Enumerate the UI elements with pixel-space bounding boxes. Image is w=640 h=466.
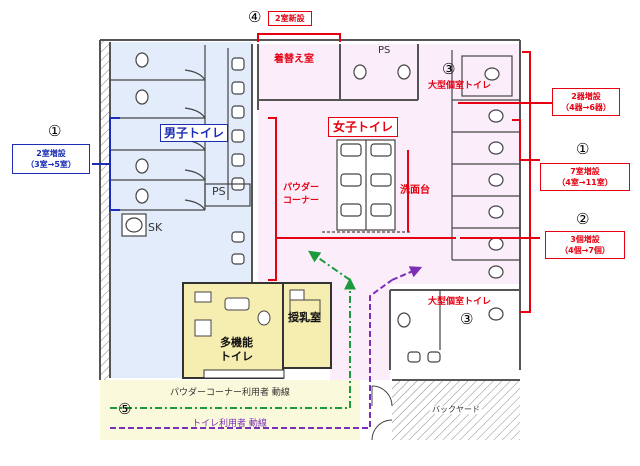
right2-note-line2: （4個→7個） (560, 246, 610, 255)
urinal-note-line1: 2器増設 (571, 92, 601, 101)
ps-mid-label: PS (212, 185, 226, 198)
changing-room-label: 着替え室 (274, 54, 314, 65)
toilet-users-flow-label: トイレ利用者 動線 (192, 419, 267, 429)
large-stall-top-label: 大型個室トイレ (428, 81, 492, 91)
corridor (100, 380, 360, 440)
left-note-box: 2室増設 （3室→5室） (12, 144, 90, 174)
mens-toilet-label: 男子トイレ (160, 124, 229, 142)
note-5: ⑤ (118, 400, 132, 418)
right1-note-line2: （4室→11室） (557, 178, 613, 187)
womens-toilet-label: 女子トイレ (328, 117, 399, 137)
note-4: ④ (248, 9, 261, 25)
left-hatch (100, 40, 110, 380)
right2-note-line1: 3個増設 (570, 235, 600, 244)
note-3-bottom: ③ (460, 310, 474, 328)
right2-note-number: ② (576, 210, 590, 228)
note-4-label: 2室新設 (268, 11, 312, 26)
powder-corner-label: パウダー コーナー (283, 182, 319, 208)
right1-note-number: ① (576, 140, 590, 158)
note-4-number: ④ (248, 8, 262, 26)
ps-top-label: PS (378, 45, 391, 56)
right1-note-line1: 7室増設 (570, 167, 600, 176)
left-note-line2: （3室→5室） (26, 160, 76, 169)
washstand-label: 洗面台 (400, 185, 430, 196)
nursing-room-label: 授乳室 (288, 311, 321, 324)
urinal-note-box: 2器増設 （4器→6器） (552, 88, 620, 116)
womens-lower-area (330, 284, 390, 380)
left-note-number: ① (48, 122, 62, 140)
powder-corner-line1: パウダー (283, 183, 320, 193)
urinal-note-line2: （4器→6器） (561, 103, 611, 112)
multipurpose-line2: トイレ (220, 350, 253, 363)
powder-users-flow-label: パウダーコーナー利用者 動線 (170, 388, 290, 398)
right2-note-box: 3個増設 （4個→7個） (545, 231, 625, 259)
powder-corner-line2: コーナー (283, 196, 320, 206)
note-3-top: ③ (442, 60, 456, 78)
right1-note-box: 7室増設 （4室→11室） (540, 163, 630, 191)
sk-label: SK (148, 221, 163, 234)
multipurpose-line1: 多機能 (220, 336, 253, 349)
large-stall-bottom-label: 大型個室トイレ (428, 297, 492, 307)
backyard-label: バックヤード (430, 405, 482, 414)
left-note-line1: 2室増設 (36, 149, 66, 158)
multipurpose-toilet-label: 多機能 トイレ (220, 336, 253, 364)
